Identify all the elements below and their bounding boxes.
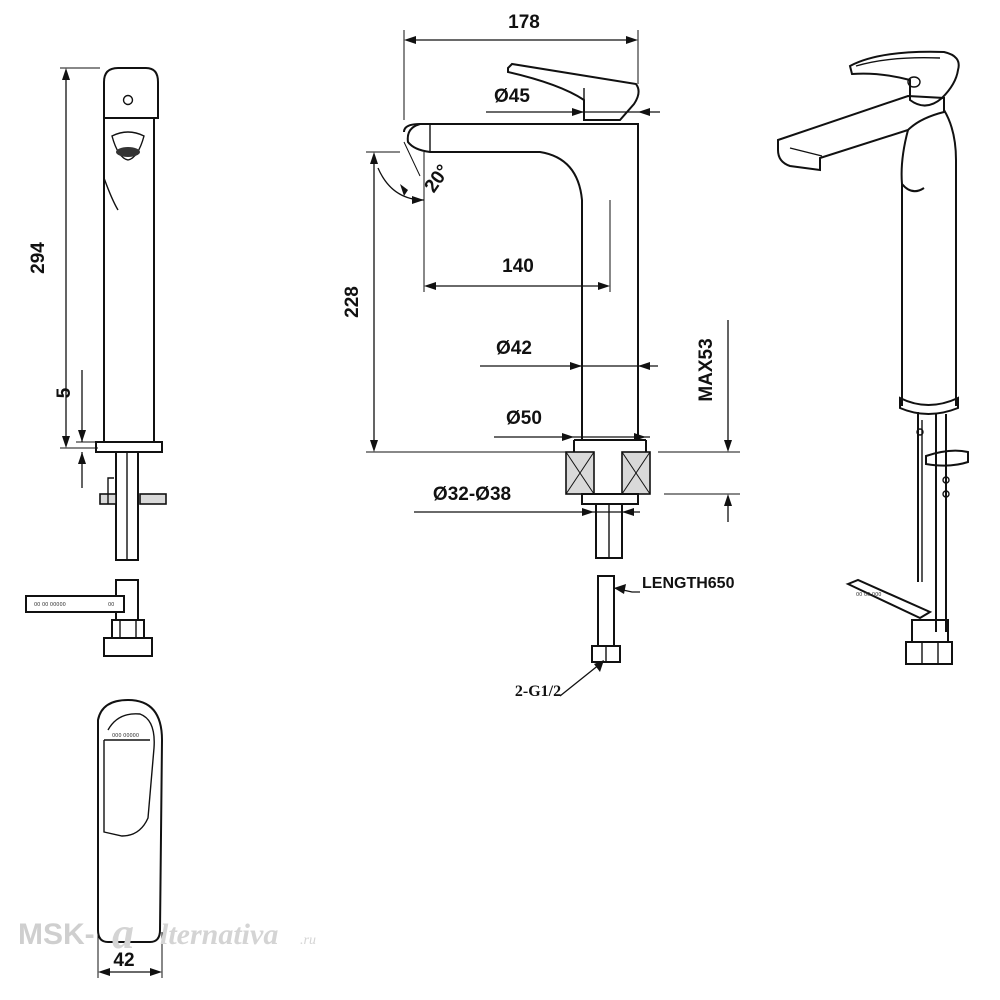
watermark-name: lternativa — [160, 918, 278, 951]
side-view: 00 00 00000 00 294 5 — [25, 67, 167, 657]
svg-text:00: 00 — [108, 602, 114, 608]
hose-length-label: LENGTH650 — [642, 575, 735, 592]
isometric-view: 00 00 000 — [777, 50, 969, 665]
max-thickness-label: MAX53 — [696, 338, 717, 401]
watermark: MSK- a lternativa .ru — [18, 909, 316, 958]
total-height-label: 228 — [342, 286, 363, 318]
front-view: 178 Ø45 20° 228 140 Ø42 — [342, 12, 740, 700]
watermark-letter: a — [112, 909, 134, 958]
spout-reach-label: 140 — [502, 256, 534, 277]
hole-diameter-label: Ø32-Ø38 — [433, 484, 511, 505]
spout-angle-label: 20° — [421, 161, 455, 197]
svg-text:00 00 00000: 00 00 00000 — [34, 602, 66, 608]
thread-label: 2-G1/2 — [515, 683, 561, 700]
side-height-label: 294 — [28, 242, 49, 274]
top-view: 000 00000 42 — [97, 698, 164, 978]
watermark-prefix: MSK- — [18, 918, 95, 951]
svg-text:00 00 000: 00 00 000 — [856, 592, 881, 598]
watermark-tld: .ru — [300, 933, 316, 948]
base-diameter-label: Ø50 — [506, 408, 542, 429]
lever-diameter-label: Ø45 — [494, 86, 530, 107]
side-gap-label: 5 — [54, 387, 75, 398]
svg-text:000 00000: 000 00000 — [112, 733, 139, 739]
body-diameter-label: Ø42 — [496, 338, 532, 359]
top-width-label: 42 — [113, 950, 134, 971]
overall-length-label: 178 — [508, 12, 540, 33]
